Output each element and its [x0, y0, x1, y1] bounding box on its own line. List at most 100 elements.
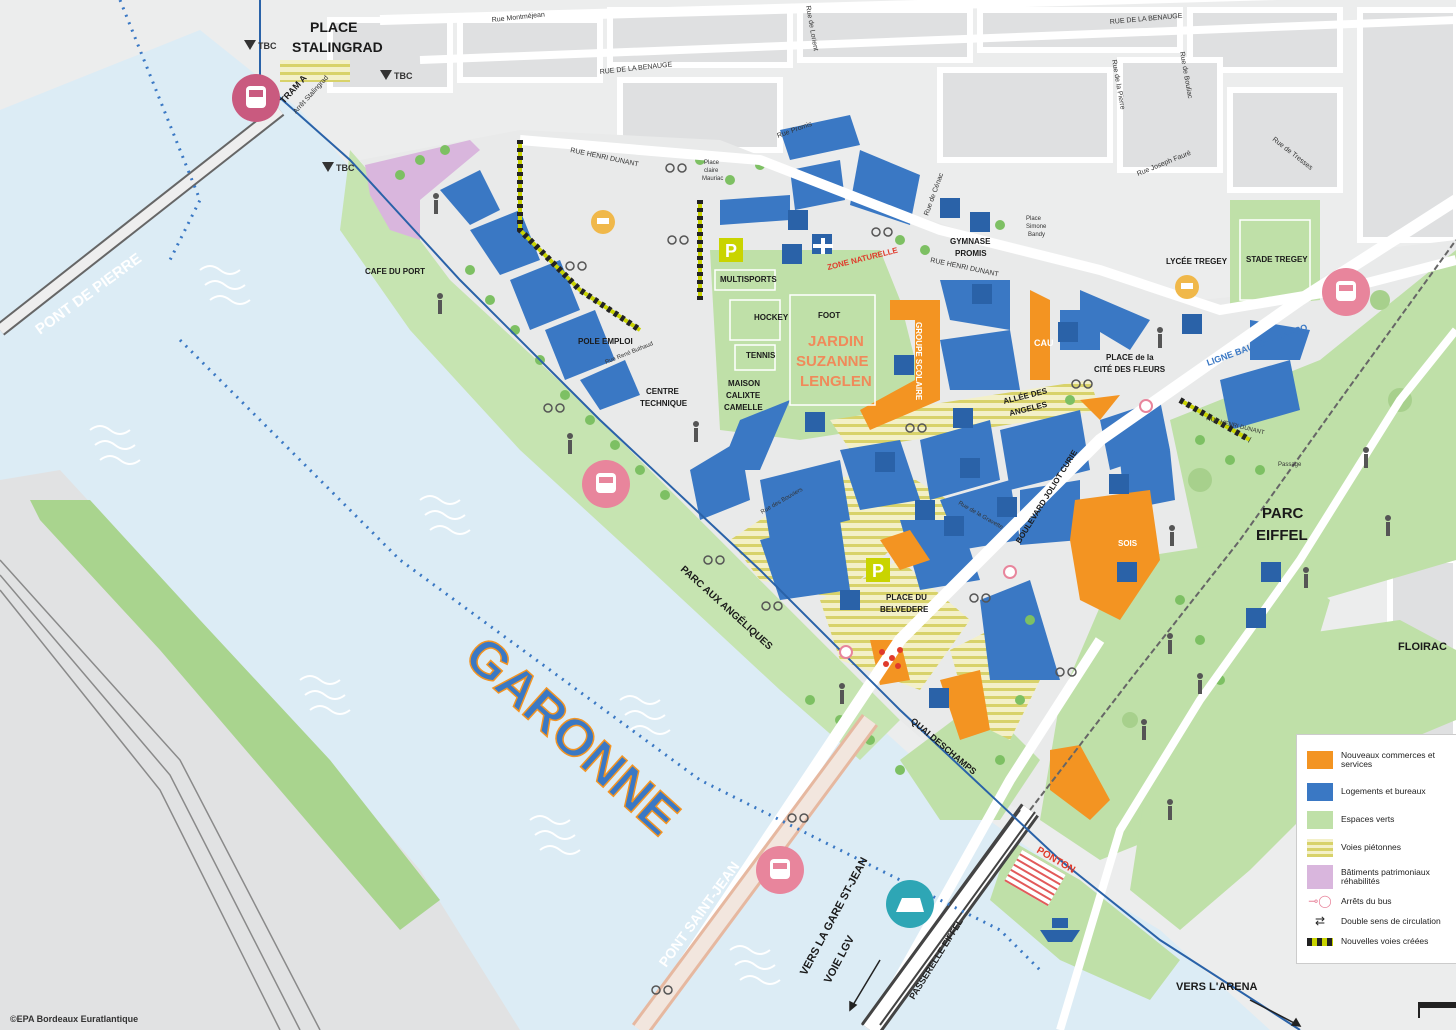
pole-emploi-label: POLE EMPLOI — [578, 337, 633, 346]
foot-label: FOOT — [818, 311, 840, 320]
sport-icon — [1109, 474, 1129, 494]
bus-icon[interactable] — [582, 460, 630, 508]
sport-icon — [782, 244, 802, 264]
svg-text:P: P — [725, 241, 737, 261]
sport-icon — [915, 500, 935, 520]
health-icon — [813, 238, 833, 254]
tbc-badge-3: TBC — [336, 163, 355, 173]
sport-icon — [997, 497, 1017, 517]
place-claire-3: Mauriac — [702, 176, 723, 182]
legend-label: Double sens de circulation — [1341, 915, 1441, 926]
tbc-badges: TBC TBC TBC — [244, 40, 413, 173]
bike-icons — [543, 163, 1093, 995]
sport-icon — [788, 210, 808, 230]
sport-icon — [929, 688, 949, 708]
place-claire-2: claire — [704, 168, 719, 174]
maison-label-3: CAMELLE — [724, 403, 763, 412]
legend-label: Nouvelles voies créées — [1341, 936, 1429, 946]
bus-stop-icon: ⊸◯ — [1308, 894, 1332, 908]
legend-swatch — [1307, 751, 1333, 770]
legend-swatch — [1307, 811, 1333, 829]
legend-swatch — [1307, 865, 1333, 889]
bus-icon[interactable] — [756, 846, 804, 894]
direction-arrows — [849, 959, 1302, 1027]
tbc-badge-2: TBC — [394, 71, 413, 81]
sport-icon — [875, 452, 895, 472]
gymnase-label-2: PROMIS — [955, 249, 987, 258]
passage-label: Passage — [1278, 462, 1302, 468]
place-stalingrad-label-1: PLACE — [310, 19, 357, 35]
place-simone-1: Place — [1026, 216, 1042, 222]
housing-blocks — [440, 115, 1310, 680]
parc-eiffel-label-1: PARC — [1262, 505, 1304, 522]
sport-icon — [805, 412, 825, 432]
walker-icons — [433, 193, 1391, 820]
legend-item-commerce: Nouveaux commerces et services — [1307, 750, 1451, 770]
roads — [379, 0, 1456, 1034]
legend-label: Bâtiments patrimoniaux réhabilités — [1341, 866, 1430, 886]
stade-label: STADE TREGEY — [1246, 255, 1308, 264]
education-icon — [1175, 275, 1199, 299]
legend-swatch — [1307, 783, 1333, 801]
market-icons — [879, 647, 903, 669]
sport-icon — [1117, 562, 1137, 582]
boat-icon — [1040, 918, 1080, 942]
place-cite-label-2: CITÉ DES FLEURS — [1094, 365, 1166, 374]
centre-technique-label-2: TECHNIQUE — [640, 399, 688, 408]
education-icon — [894, 355, 914, 375]
service-icons — [782, 198, 1281, 708]
legend-label: Arrêts du bus — [1341, 895, 1392, 906]
maison-label-1: MAISON — [728, 379, 760, 388]
place-claire-1: Place — [704, 160, 720, 166]
maison-label-2: CALIXTE — [726, 391, 761, 400]
sport-icon — [953, 408, 973, 428]
sport-icon — [1058, 322, 1078, 342]
legend-item-bus-stop: ⊸◯ Arrêts du bus — [1307, 894, 1392, 908]
bus-stop-markers — [839, 399, 1153, 659]
sport-icon — [970, 212, 990, 232]
vers-arena-label: VERS L'ARENA — [1176, 981, 1258, 993]
left-bank-rails — [0, 559, 321, 1031]
education-icon — [591, 210, 615, 234]
place-simone-3: Bandy — [1028, 232, 1045, 238]
tram-icon[interactable] — [232, 74, 280, 122]
tram-line — [259, 0, 1301, 1031]
water-waves — [89, 265, 781, 985]
heritage-building — [365, 140, 480, 240]
place-belvedere-label-2: BELVEDERE — [880, 605, 929, 614]
jardin-label-2: SUZANNE — [796, 353, 869, 370]
railway — [861, 239, 1456, 1035]
jardin-label-3: LENGLEN — [800, 373, 872, 390]
train-icon[interactable] — [886, 880, 934, 928]
new-roads — [517, 140, 1252, 443]
centre-technique-label-1: CENTRE — [646, 387, 680, 396]
place-stalingrad-label-2: STALINGRAD — [292, 39, 383, 55]
legend-item-pedestrian: Voies piétonnes — [1307, 839, 1401, 857]
jardin-label-1: JARDIN — [808, 333, 864, 350]
map-credit: ©EPA Bordeaux Euratlantique — [10, 1014, 139, 1024]
legend-item-housing: Logements et bureaux — [1307, 783, 1426, 801]
ponton-area — [1004, 849, 1066, 907]
bus-icon[interactable] — [1322, 268, 1370, 316]
svg-text:P: P — [872, 561, 884, 581]
scale-bar — [1418, 1002, 1456, 1018]
multisports-label: MULTISPORTS — [720, 275, 777, 284]
parc-eiffel-label-2: EIFFEL — [1256, 527, 1308, 544]
sport-icon — [944, 516, 964, 536]
place-simone-2: Simone — [1026, 224, 1047, 230]
sport-icon — [1261, 562, 1281, 582]
sport-icon — [1182, 314, 1202, 334]
legend-item-new-roads: Nouvelles voies créées — [1307, 936, 1429, 946]
gymnase-label-1: GYMNASE — [950, 237, 991, 246]
parking-icon: P — [866, 558, 890, 582]
floirac-label: FLOIRAC — [1398, 641, 1447, 653]
sport-icon — [940, 198, 960, 218]
lycee-label: LYCÉE TREGEY — [1166, 257, 1228, 266]
legend-item-two-way: ⇄ Double sens de circulation — [1307, 914, 1441, 928]
two-way-arrow-icon: ⇄ — [1314, 914, 1326, 928]
legend-item-green: Espaces verts — [1307, 811, 1394, 829]
sport-icon — [840, 590, 860, 610]
legend-label: Espaces verts — [1341, 814, 1395, 825]
